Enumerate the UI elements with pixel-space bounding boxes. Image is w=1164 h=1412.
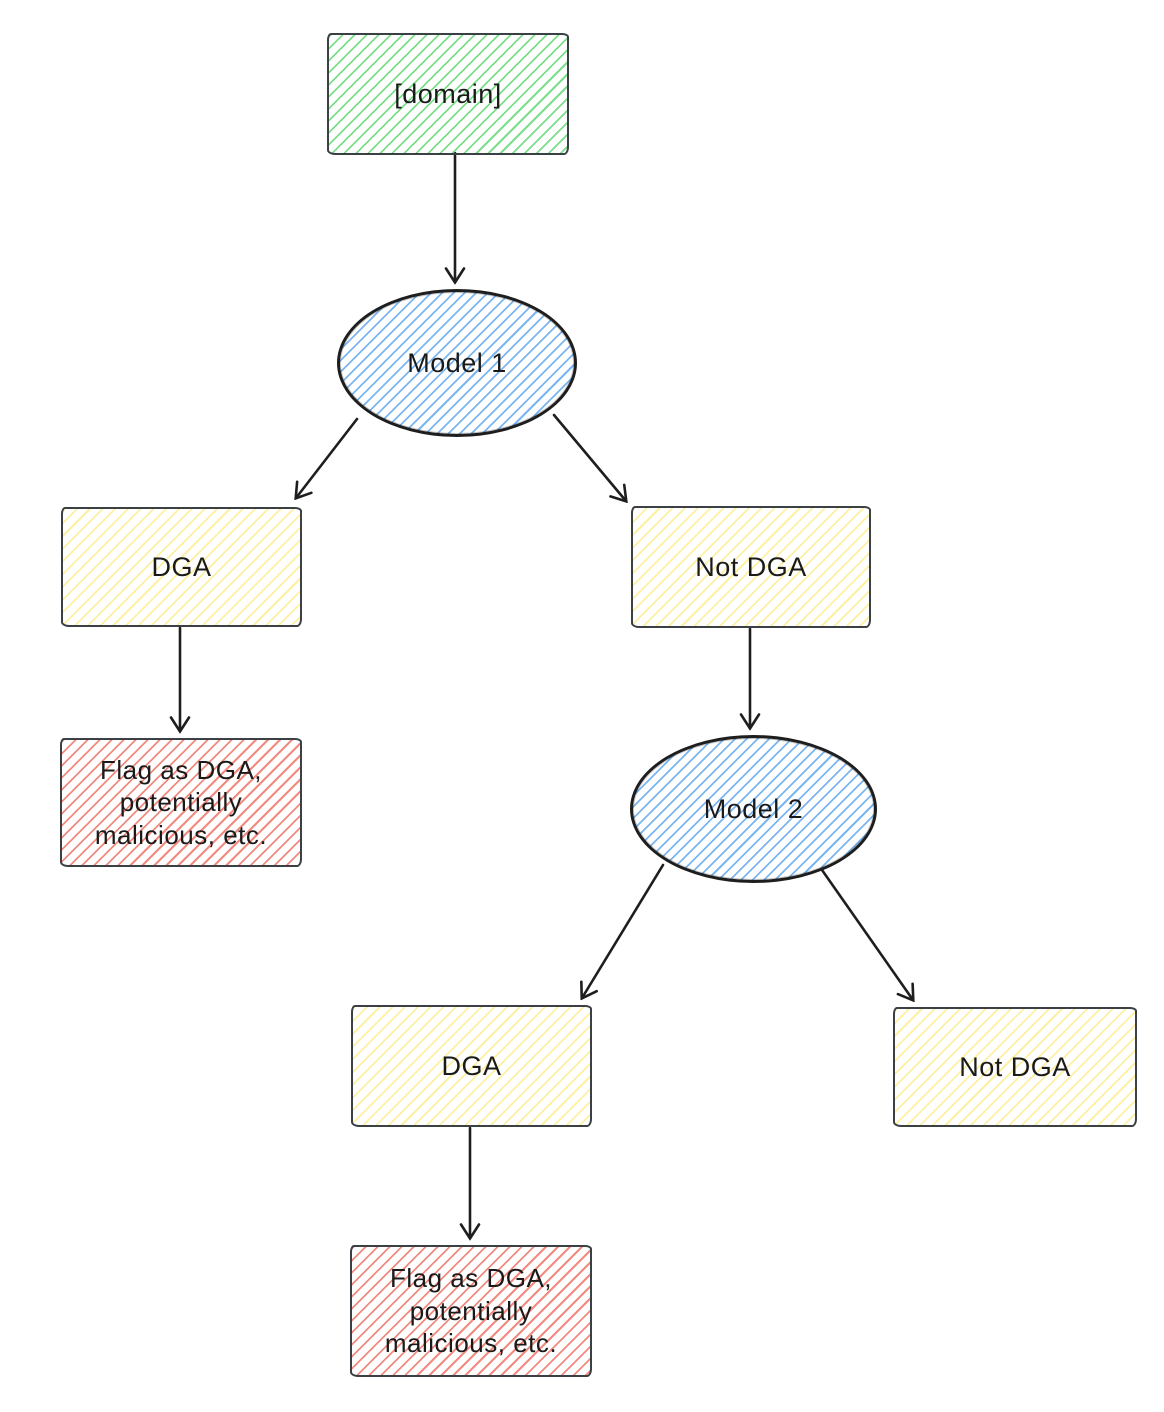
edge-model1-dga1 [296, 417, 359, 498]
node-dga-left-label: DGA [151, 551, 212, 582]
edge-model2-notdga2 [820, 868, 913, 1000]
node-not-dga-bottom-label: Not DGA [959, 1051, 1071, 1082]
edge-model1-notdga1 [552, 413, 626, 501]
node-not-dga-top-label: Not DGA [695, 551, 807, 582]
edge-model2-dga2 [582, 863, 665, 998]
node-model2-label: Model 2 [703, 793, 804, 824]
node-domain-label: [domain] [394, 78, 502, 109]
node-dga-left: DGA [61, 507, 302, 627]
node-model1: Model 1 [337, 289, 577, 437]
node-flag-as-dga-left-label: Flag as DGA, potentially malicious, etc. [94, 754, 268, 850]
node-not-dga-bottom: Not DGA [893, 1007, 1137, 1127]
node-flag-as-dga-bottom-label: Flag as DGA, potentially malicious, etc. [384, 1263, 558, 1359]
node-dga-bottom-label: DGA [441, 1050, 502, 1081]
node-not-dga-top: Not DGA [631, 506, 871, 628]
node-model1-label: Model 1 [407, 347, 507, 378]
node-flag-as-dga-bottom: Flag as DGA, potentially malicious, etc. [350, 1245, 592, 1377]
node-dga-bottom: DGA [351, 1005, 592, 1127]
node-domain: [domain] [327, 33, 569, 155]
node-flag-as-dga-left: Flag as DGA, potentially malicious, etc. [60, 738, 302, 867]
node-model2: Model 2 [630, 735, 877, 883]
